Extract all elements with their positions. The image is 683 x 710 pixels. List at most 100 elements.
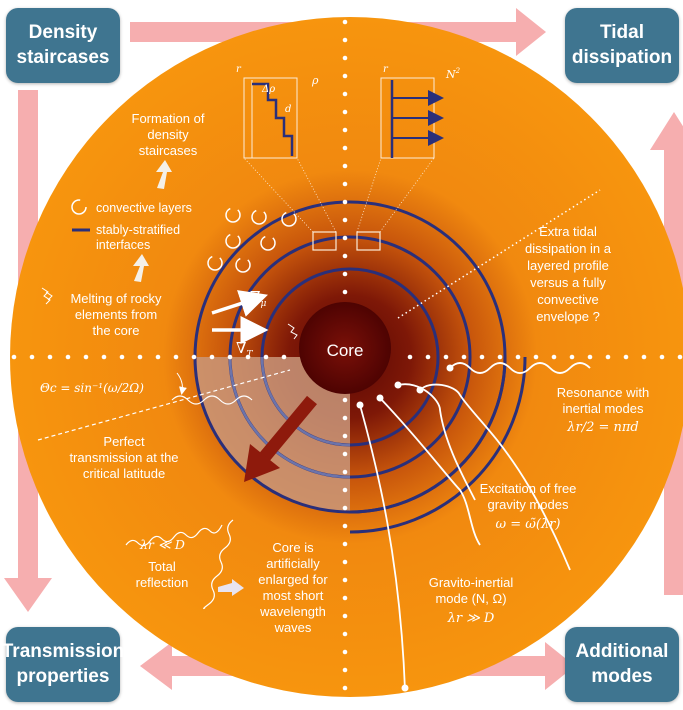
svg-text:elements from: elements from — [75, 307, 157, 322]
svg-text:Excitation of free: Excitation of free — [480, 481, 577, 496]
legend-convective: convective layers — [71, 199, 192, 215]
horizontal-axis-dot — [497, 354, 503, 360]
svg-text:interfaces: interfaces — [96, 238, 150, 252]
horizontal-axis-dot — [641, 354, 647, 360]
inset-buoyancy-profile: r N2 — [380, 64, 461, 159]
horizontal-axis-dot — [65, 354, 71, 360]
core-enlarged-text: Core is artificially enlarged for most s… — [258, 540, 328, 635]
vertical-axis-dot — [342, 55, 348, 61]
inset-left-r-label: r — [236, 64, 242, 75]
additional-modes-line2: modes — [591, 665, 653, 687]
gravito-text: Gravito-inertial mode (N, Ω) λr ≫ D — [429, 575, 514, 626]
svg-text:layered profile: layered profile — [527, 258, 609, 273]
perfect-transmission-text: Perfect transmission at the critical lat… — [69, 434, 178, 481]
inset-marker-right — [356, 231, 381, 251]
up-arrow-melting — [133, 254, 149, 282]
horizontal-axis-dot — [659, 354, 665, 360]
inset-left-d: d — [285, 104, 291, 115]
svg-text:Extra tidal: Extra tidal — [539, 224, 597, 239]
grad-T-label: ∇T — [236, 339, 253, 360]
vertical-axis-dot — [342, 199, 348, 205]
horizontal-axis-dot — [533, 354, 539, 360]
horizontal-axis-dot — [245, 354, 251, 360]
vertical-axis-dot — [342, 127, 348, 133]
svg-text:enlarged for: enlarged for — [258, 572, 328, 587]
horizontal-axis-dot — [569, 354, 575, 360]
svg-text:transmission at the: transmission at the — [69, 450, 178, 465]
vertical-axis-dot — [342, 37, 348, 43]
critical-latitude-line — [37, 369, 291, 441]
horizontal-axis-dot — [11, 354, 17, 360]
horizontal-axis-dot — [155, 354, 161, 360]
formation-text: Formation of density staircases — [132, 111, 205, 158]
svg-text:λr ≫ D: λr ≫ D — [447, 611, 495, 626]
right-arrow-core-enlarged — [218, 579, 244, 596]
svg-text:convective layers: convective layers — [96, 201, 192, 215]
horizontal-axis-dot — [623, 354, 629, 360]
resonance-text: Resonance with inertial modes λr/2 = nπd — [557, 385, 650, 435]
lambda-small-label: λr ≪ D — [139, 537, 185, 552]
vertical-axis-dot — [342, 577, 348, 583]
vertical-axis-dot — [342, 73, 348, 79]
svg-text:Formation of: Formation of — [132, 111, 205, 126]
mode-curves — [359, 362, 591, 691]
enlarged-core-wedge — [195, 357, 350, 512]
transmission-properties-line1: Transmission — [1, 640, 125, 662]
svg-text:Total: Total — [148, 559, 176, 574]
tidal-dissipation-box: Tidal dissipation — [565, 8, 679, 83]
gradient-arrows — [211, 290, 269, 344]
svg-text:waves: waves — [274, 620, 312, 635]
svg-text:density: density — [147, 127, 189, 142]
svg-text:reflection: reflection — [136, 575, 189, 590]
horizontal-axis-dot — [101, 354, 107, 360]
zigzag-icon — [41, 287, 53, 305]
wave-reflected — [203, 519, 234, 610]
horizontal-axis-dot — [47, 354, 53, 360]
svg-text:staircases: staircases — [139, 143, 198, 158]
vertical-axis-dot — [342, 397, 348, 403]
horizontal-axis-dot — [83, 354, 89, 360]
vertical-axis-dot — [342, 433, 348, 439]
core-enlarge-arrow — [257, 395, 317, 465]
horizontal-axis-dot — [29, 354, 35, 360]
legend-interfaces: stably-stratified interfaces — [72, 223, 180, 252]
vertical-axis-dot — [342, 253, 348, 259]
svg-text:artificially: artificially — [266, 556, 320, 571]
horizontal-axis-dot — [209, 354, 215, 360]
vertical-axis-dot — [342, 181, 348, 187]
inset-marker-left — [312, 231, 337, 251]
horizontal-axis-dot — [425, 354, 431, 360]
tidal-text: Extra tidal dissipation in a layered pro… — [525, 224, 612, 324]
horizontal-axis-dot — [479, 354, 485, 360]
mode-nodes — [356, 364, 454, 692]
horizontal-axis-dot — [281, 354, 287, 360]
melting-text: Melting of rocky elements from the core — [70, 291, 162, 338]
core-label: Core — [327, 341, 364, 360]
svg-text:the core: the core — [93, 323, 140, 338]
svg-text:Perfect: Perfect — [103, 434, 145, 449]
inset-leader-lines — [243, 157, 435, 233]
horizontal-axis-dot — [263, 354, 269, 360]
horizontal-axis-dot — [173, 354, 179, 360]
inset-right-r-label: r — [383, 64, 389, 75]
svg-text:versus a fully: versus a fully — [530, 275, 606, 290]
horizontal-axis-dot — [407, 354, 413, 360]
vertical-axis-dot — [342, 163, 348, 169]
vertical-axis-dot — [342, 487, 348, 493]
transmission-properties-line2: properties — [16, 665, 110, 687]
horizontal-axis-dot — [191, 354, 197, 360]
vertical-axis-dot — [342, 109, 348, 115]
horizontal-axis-dot — [605, 354, 611, 360]
vertical-axis-dot — [342, 289, 348, 295]
vertical-axis-dot — [342, 217, 348, 223]
svg-text:dissipation in a: dissipation in a — [525, 241, 612, 256]
vertical-axis-dot — [342, 271, 348, 277]
inset-left-delta-rho: Δρ — [261, 84, 275, 95]
vertical-axis-dot — [342, 523, 348, 529]
density-staircases-line2: staircases — [16, 46, 110, 68]
svg-text:Resonance with: Resonance with — [557, 385, 650, 400]
svg-text:Core is: Core is — [272, 540, 314, 555]
svg-text:Melting of rocky: Melting of rocky — [70, 291, 162, 306]
dotted-axes — [11, 19, 683, 691]
